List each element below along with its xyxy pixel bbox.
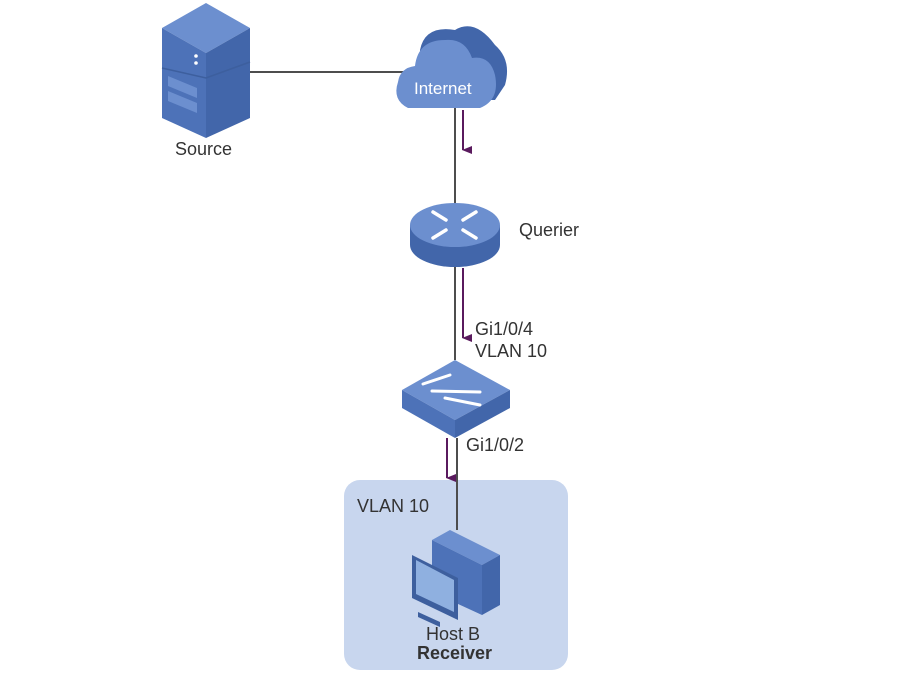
cloud-icon: [396, 26, 508, 109]
host-role-label: Receiver: [417, 643, 493, 663]
querier-label: Querier: [519, 220, 580, 240]
host-name-label: Host B: [426, 624, 481, 644]
server-icon: [161, 3, 251, 138]
pc-icon: [412, 530, 500, 627]
switch-vlan-up-label: VLAN 10: [475, 341, 548, 361]
vlan-zone-label: VLAN 10: [357, 496, 430, 516]
source-label: Source: [175, 139, 233, 159]
switch-icon: [402, 360, 510, 438]
switch-port-down-label: Gi1/0/2: [466, 435, 525, 455]
switch-port-up-label: Gi1/0/4: [475, 319, 534, 339]
router-icon: [410, 203, 500, 267]
internet-label: Internet: [414, 79, 472, 98]
